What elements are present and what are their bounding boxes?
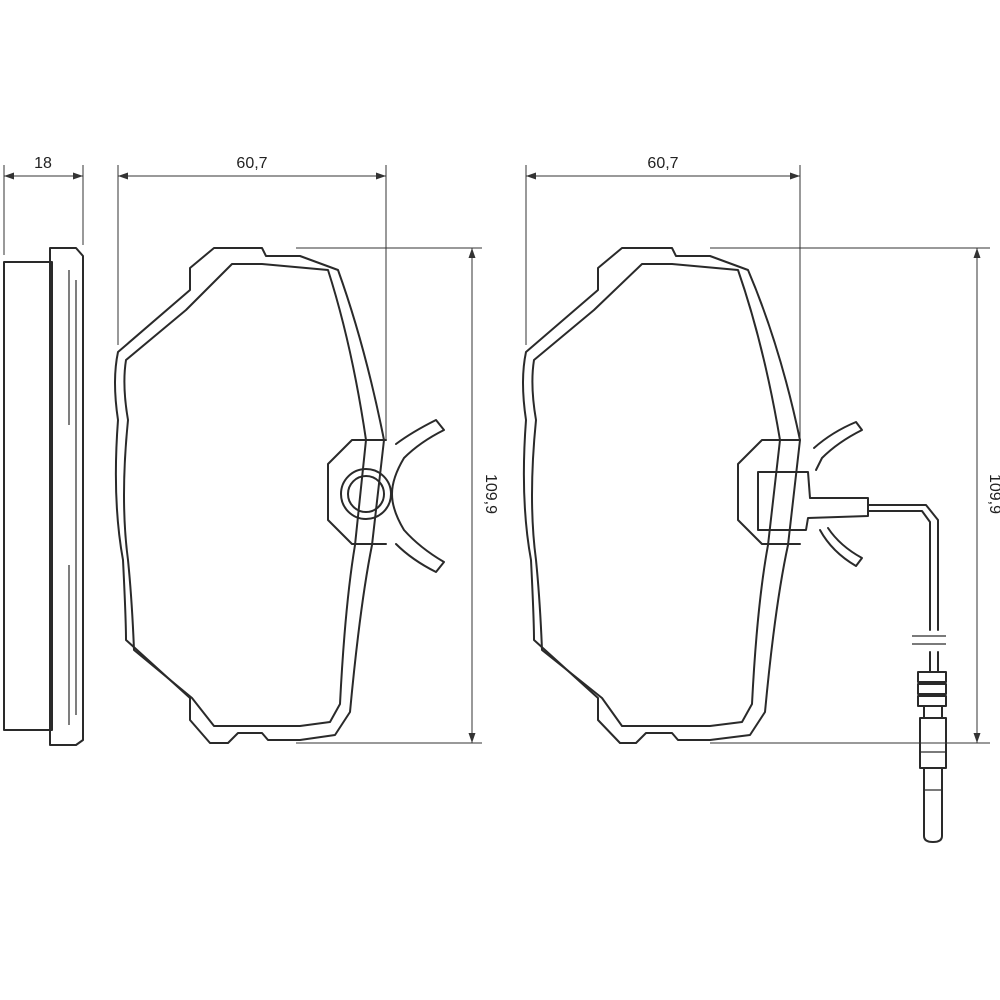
height-dimension-left: 109,9 xyxy=(296,247,499,744)
width-dimension-right-label: 60,7 xyxy=(647,155,678,172)
width-dimension-left-label: 60,7 xyxy=(236,155,267,172)
front-view-pad-with-sensor xyxy=(522,247,947,843)
thickness-dimension-label: 18 xyxy=(34,155,52,172)
height-dimension-left-label: 109,9 xyxy=(482,474,499,514)
height-dimension-right: 109,9 xyxy=(710,247,1000,744)
side-view-pad xyxy=(3,247,84,746)
width-dimension-right: 60,7 xyxy=(525,155,801,440)
front-view-pad xyxy=(114,247,445,744)
width-dimension-left: 60,7 xyxy=(117,155,387,440)
height-dimension-right-label: 109,9 xyxy=(986,474,1000,514)
thickness-dimension: 18 xyxy=(3,155,84,255)
